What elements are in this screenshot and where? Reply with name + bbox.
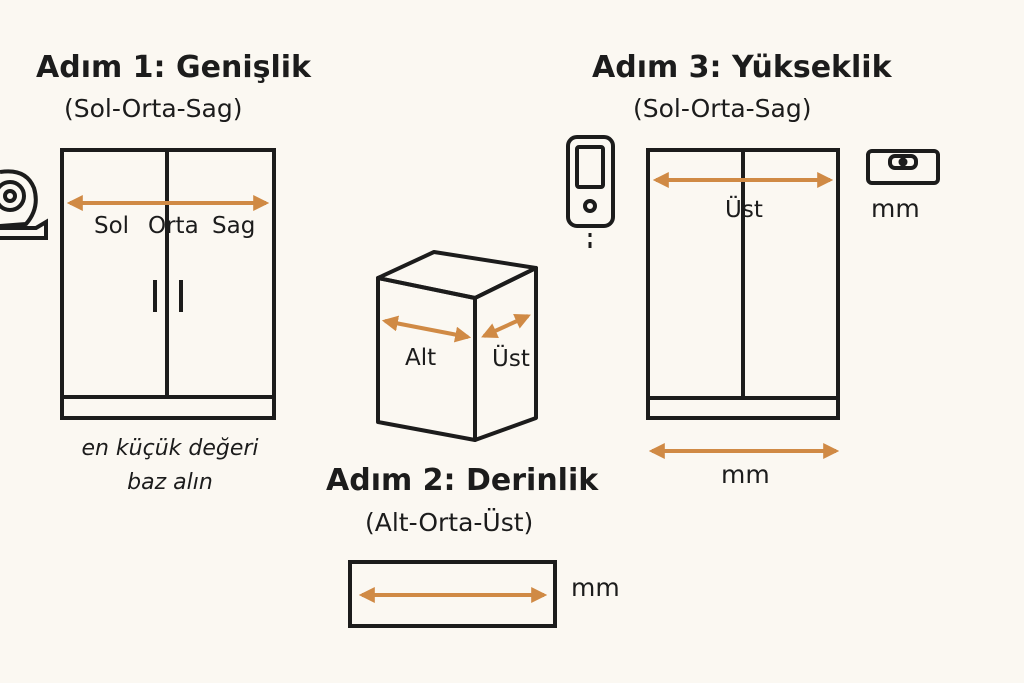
step3-unit-right: mm bbox=[871, 194, 920, 223]
laser-meter-icon bbox=[566, 135, 615, 248]
step3-title: Adım 3: Yükseklik bbox=[592, 50, 892, 85]
step1-label-right: Sag bbox=[212, 213, 256, 239]
step3-unit-bottom: mm bbox=[721, 460, 770, 489]
spirit-level-icon bbox=[866, 149, 940, 185]
step1-label-left: Sol bbox=[94, 213, 130, 239]
step1-note: en küçük değeri baz alın bbox=[60, 432, 280, 500]
step1-subtitle: (Sol-Orta-Sag) bbox=[64, 94, 243, 123]
step2-subtitle: (Alt-Orta-Üst) bbox=[365, 508, 534, 537]
step1-title: Adım 1: Genişlik bbox=[36, 50, 311, 85]
tape-measure-icon bbox=[0, 169, 48, 240]
step3-subtitle: (Sol-Orta-Sag) bbox=[633, 94, 812, 123]
depth-side-arrow bbox=[481, 314, 531, 338]
step2-unit: mm bbox=[571, 573, 620, 602]
wardrobe-width-illustration bbox=[60, 148, 276, 420]
step3-label-top: Üst bbox=[725, 197, 763, 223]
step1-label-middle: Orta bbox=[148, 213, 199, 239]
step1-note-line2: baz alın bbox=[127, 470, 213, 495]
step2-title: Adım 2: Derinlik bbox=[326, 463, 599, 498]
depth-measure-frame bbox=[348, 560, 557, 628]
step2-label-side: Üst bbox=[492, 346, 530, 372]
depth-front-arrow bbox=[381, 315, 472, 343]
box-depth-illustration bbox=[376, 250, 538, 442]
step2-label-front: Alt bbox=[405, 345, 437, 371]
wardrobe-height-illustration bbox=[646, 148, 840, 420]
step1-note-line1: en küçük değeri bbox=[81, 436, 259, 461]
